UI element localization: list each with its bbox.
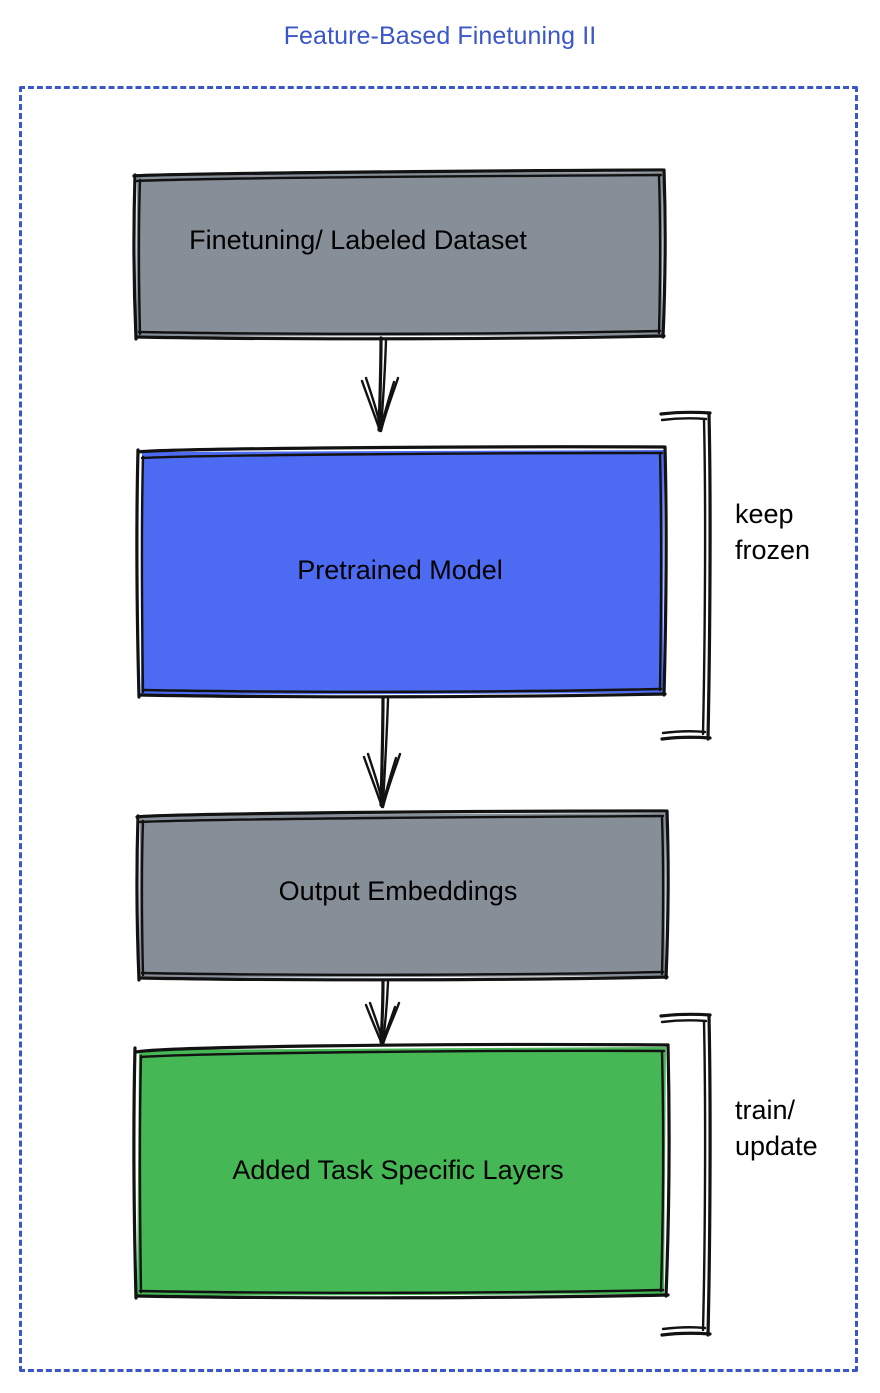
node-layers-shape [132,1042,671,1300]
node-dataset-shape [132,168,667,341]
node-output-embeddings[interactable]: Output Embeddings [138,813,666,978]
node-finetuning-labeled-dataset[interactable]: Finetuning/ Labeled Dataset [136,172,664,337]
annotation-keep-frozen: keep frozen [735,499,811,565]
node-pretrained-shape [135,445,668,699]
node-pretrained-model[interactable]: Pretrained Model [140,450,664,695]
edge-pretrained-to-embeddings [362,695,402,809]
node-label: Finetuning/ Labeled Dataset [189,224,527,255]
node-label: Pretrained Model [297,554,503,585]
edge-embeddings-to-layers [364,978,401,1046]
node-added-task-specific-layers[interactable]: Added Task Specific Layers [136,1046,666,1296]
annotation-train-update: train/ update [735,1095,818,1161]
page-title: Feature-Based Finetuning II [283,22,597,50]
bracket-train-update [659,1012,712,1337]
node-embeddings-shape [135,809,670,982]
edge-dataset-to-pretrained [360,336,400,433]
node-label: Added Task Specific Layers [232,1155,564,1186]
node-label: Output Embeddings [278,875,518,906]
bracket-keep-frozen [659,410,712,741]
